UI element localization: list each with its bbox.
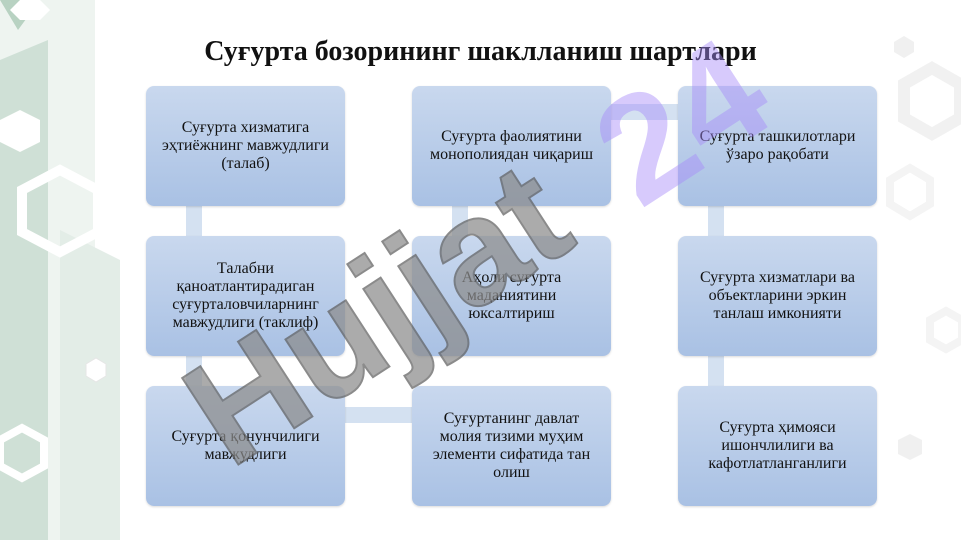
condition-box: Суғурта хизматига эҳтиёжнинг мавжудлиги … bbox=[146, 86, 345, 206]
condition-box: Талабни қаноатлантирадиган суғурталовчил… bbox=[146, 236, 345, 356]
condition-box: Суғурта ҳимояси ишончлилиги ва кафотлатл… bbox=[678, 386, 877, 506]
connector-line bbox=[344, 407, 416, 423]
condition-box: Суғурта фаолиятини монополиядан чиқариш bbox=[412, 86, 611, 206]
condition-box: Суғурта ташкилотлари ўзаро рақобати bbox=[678, 86, 877, 206]
condition-box: Суғурта хизматлари ва объектларини эркин… bbox=[678, 236, 877, 356]
slide-title: Суғурта бозорининг шаклланиш шартлари bbox=[204, 36, 757, 67]
hexagon-icon bbox=[898, 61, 961, 141]
hexagon-icon bbox=[894, 36, 914, 58]
connector-line bbox=[452, 200, 468, 240]
hexagon-icon bbox=[85, 357, 107, 383]
condition-box: Суғурта қонунчилиги мавжудлиги bbox=[146, 386, 345, 506]
hexagon-icon bbox=[886, 163, 934, 221]
connector-line bbox=[608, 104, 680, 120]
hexagon-icon bbox=[0, 110, 40, 152]
hexagon-icon bbox=[0, 423, 48, 483]
hexagon-icon bbox=[926, 306, 961, 354]
hexagon-icon bbox=[10, 0, 50, 20]
hexagon-icon bbox=[17, 164, 103, 258]
hexagon-icon bbox=[898, 434, 922, 460]
condition-box: Аҳоли суғурта маданиятини юксалтириш bbox=[412, 236, 611, 356]
condition-box: Суғуртанинг давлат молия тизими муҳим эл… bbox=[412, 386, 611, 506]
